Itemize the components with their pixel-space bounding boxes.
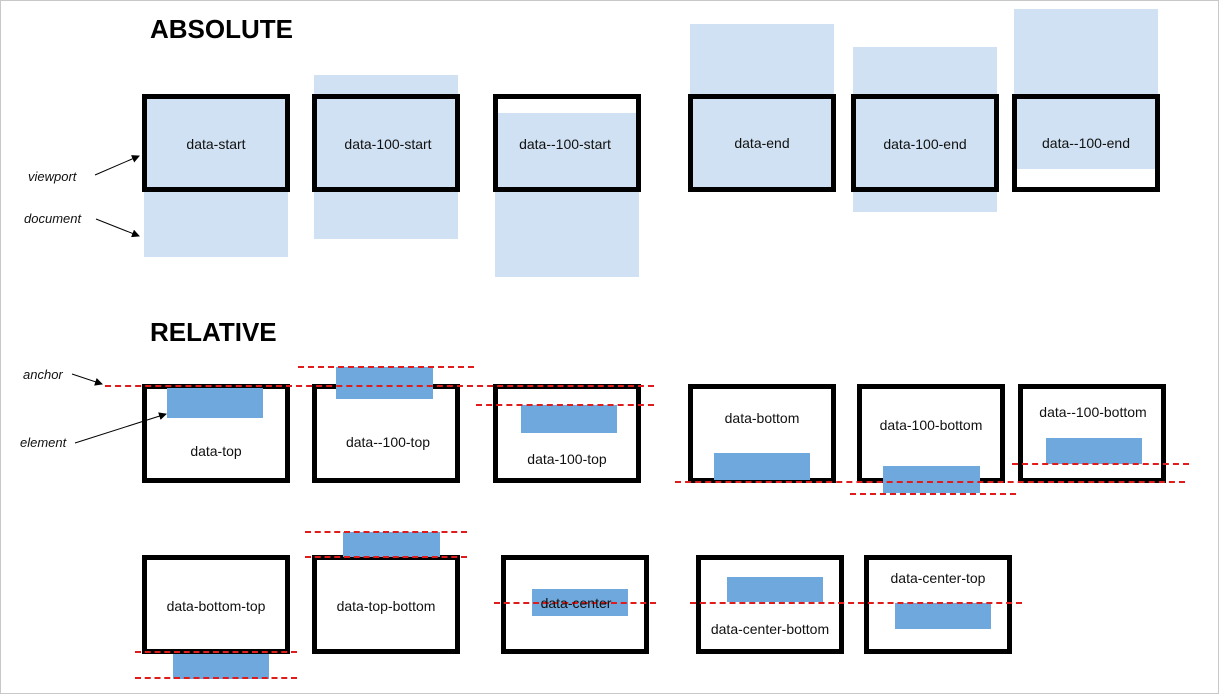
anchor-line (105, 385, 654, 387)
example-label: data-top-bottom (336, 598, 436, 614)
document-rect (690, 24, 834, 190)
example-label: data--100-end (1042, 135, 1130, 151)
viewport-frame (864, 555, 1012, 654)
viewport-frame (1018, 384, 1166, 483)
element-line (298, 366, 474, 368)
legend-anchor-label: anchor (23, 367, 63, 382)
anchor-line (675, 481, 1185, 483)
viewport-frame (688, 94, 836, 192)
viewport-frame (493, 384, 641, 483)
element-line (850, 493, 1016, 495)
element-rect (714, 453, 810, 480)
legend-document-label: document (24, 211, 82, 226)
viewport-frame (1012, 94, 1160, 192)
example-label: data-center (540, 595, 612, 611)
viewport-frame (501, 555, 649, 654)
document-rect (495, 113, 639, 277)
document-rect (853, 47, 997, 212)
example-label: data-start (186, 136, 246, 152)
example-label: data--100-bottom (1039, 404, 1147, 420)
anchor-line (494, 602, 656, 604)
anchor-line (135, 651, 297, 653)
element-line (305, 531, 467, 533)
legend-viewport-label: viewport (28, 169, 77, 184)
element-line (1012, 463, 1189, 465)
example-label: data-100-bottom (879, 417, 983, 433)
example-label: data-center-top (890, 570, 986, 586)
anchor-line (305, 556, 467, 558)
document-rect (314, 75, 458, 239)
document-rect (144, 96, 288, 257)
example-label: data-100-top (527, 451, 607, 467)
viewport-frame (312, 94, 460, 192)
element-rect (1046, 438, 1142, 464)
legend-element-label: element (20, 435, 67, 450)
element-rect (895, 603, 991, 629)
document-rect (1014, 9, 1158, 169)
viewport-frame (142, 94, 290, 192)
example-label: data--100-top (345, 434, 431, 450)
example-label: data-center-bottom (710, 621, 830, 637)
element-rect (727, 577, 823, 602)
element-rect (521, 405, 617, 433)
heading-relative: RELATIVE (150, 317, 277, 347)
element-rect (336, 367, 433, 399)
element-rect (343, 532, 440, 557)
viewport-frame (696, 555, 844, 654)
element-rect (883, 466, 980, 493)
heading-absolute: ABSOLUTE (150, 14, 293, 44)
example-label: data-100-end (883, 136, 967, 152)
example-label: data-bottom-top (166, 598, 266, 614)
element-line (476, 404, 654, 406)
viewport-frame (851, 94, 999, 192)
element-line (135, 677, 297, 679)
anchor-line (690, 602, 1022, 604)
example-label: data-top (190, 443, 242, 459)
element-rect (173, 654, 269, 679)
viewport-frame (493, 94, 641, 192)
example-label: data-bottom (724, 410, 800, 426)
element-rect (167, 388, 263, 418)
viewport-frame (688, 384, 836, 483)
example-label: data--100-start (519, 136, 611, 152)
example-label: data-end (734, 135, 790, 151)
example-label: data-100-start (344, 136, 432, 152)
